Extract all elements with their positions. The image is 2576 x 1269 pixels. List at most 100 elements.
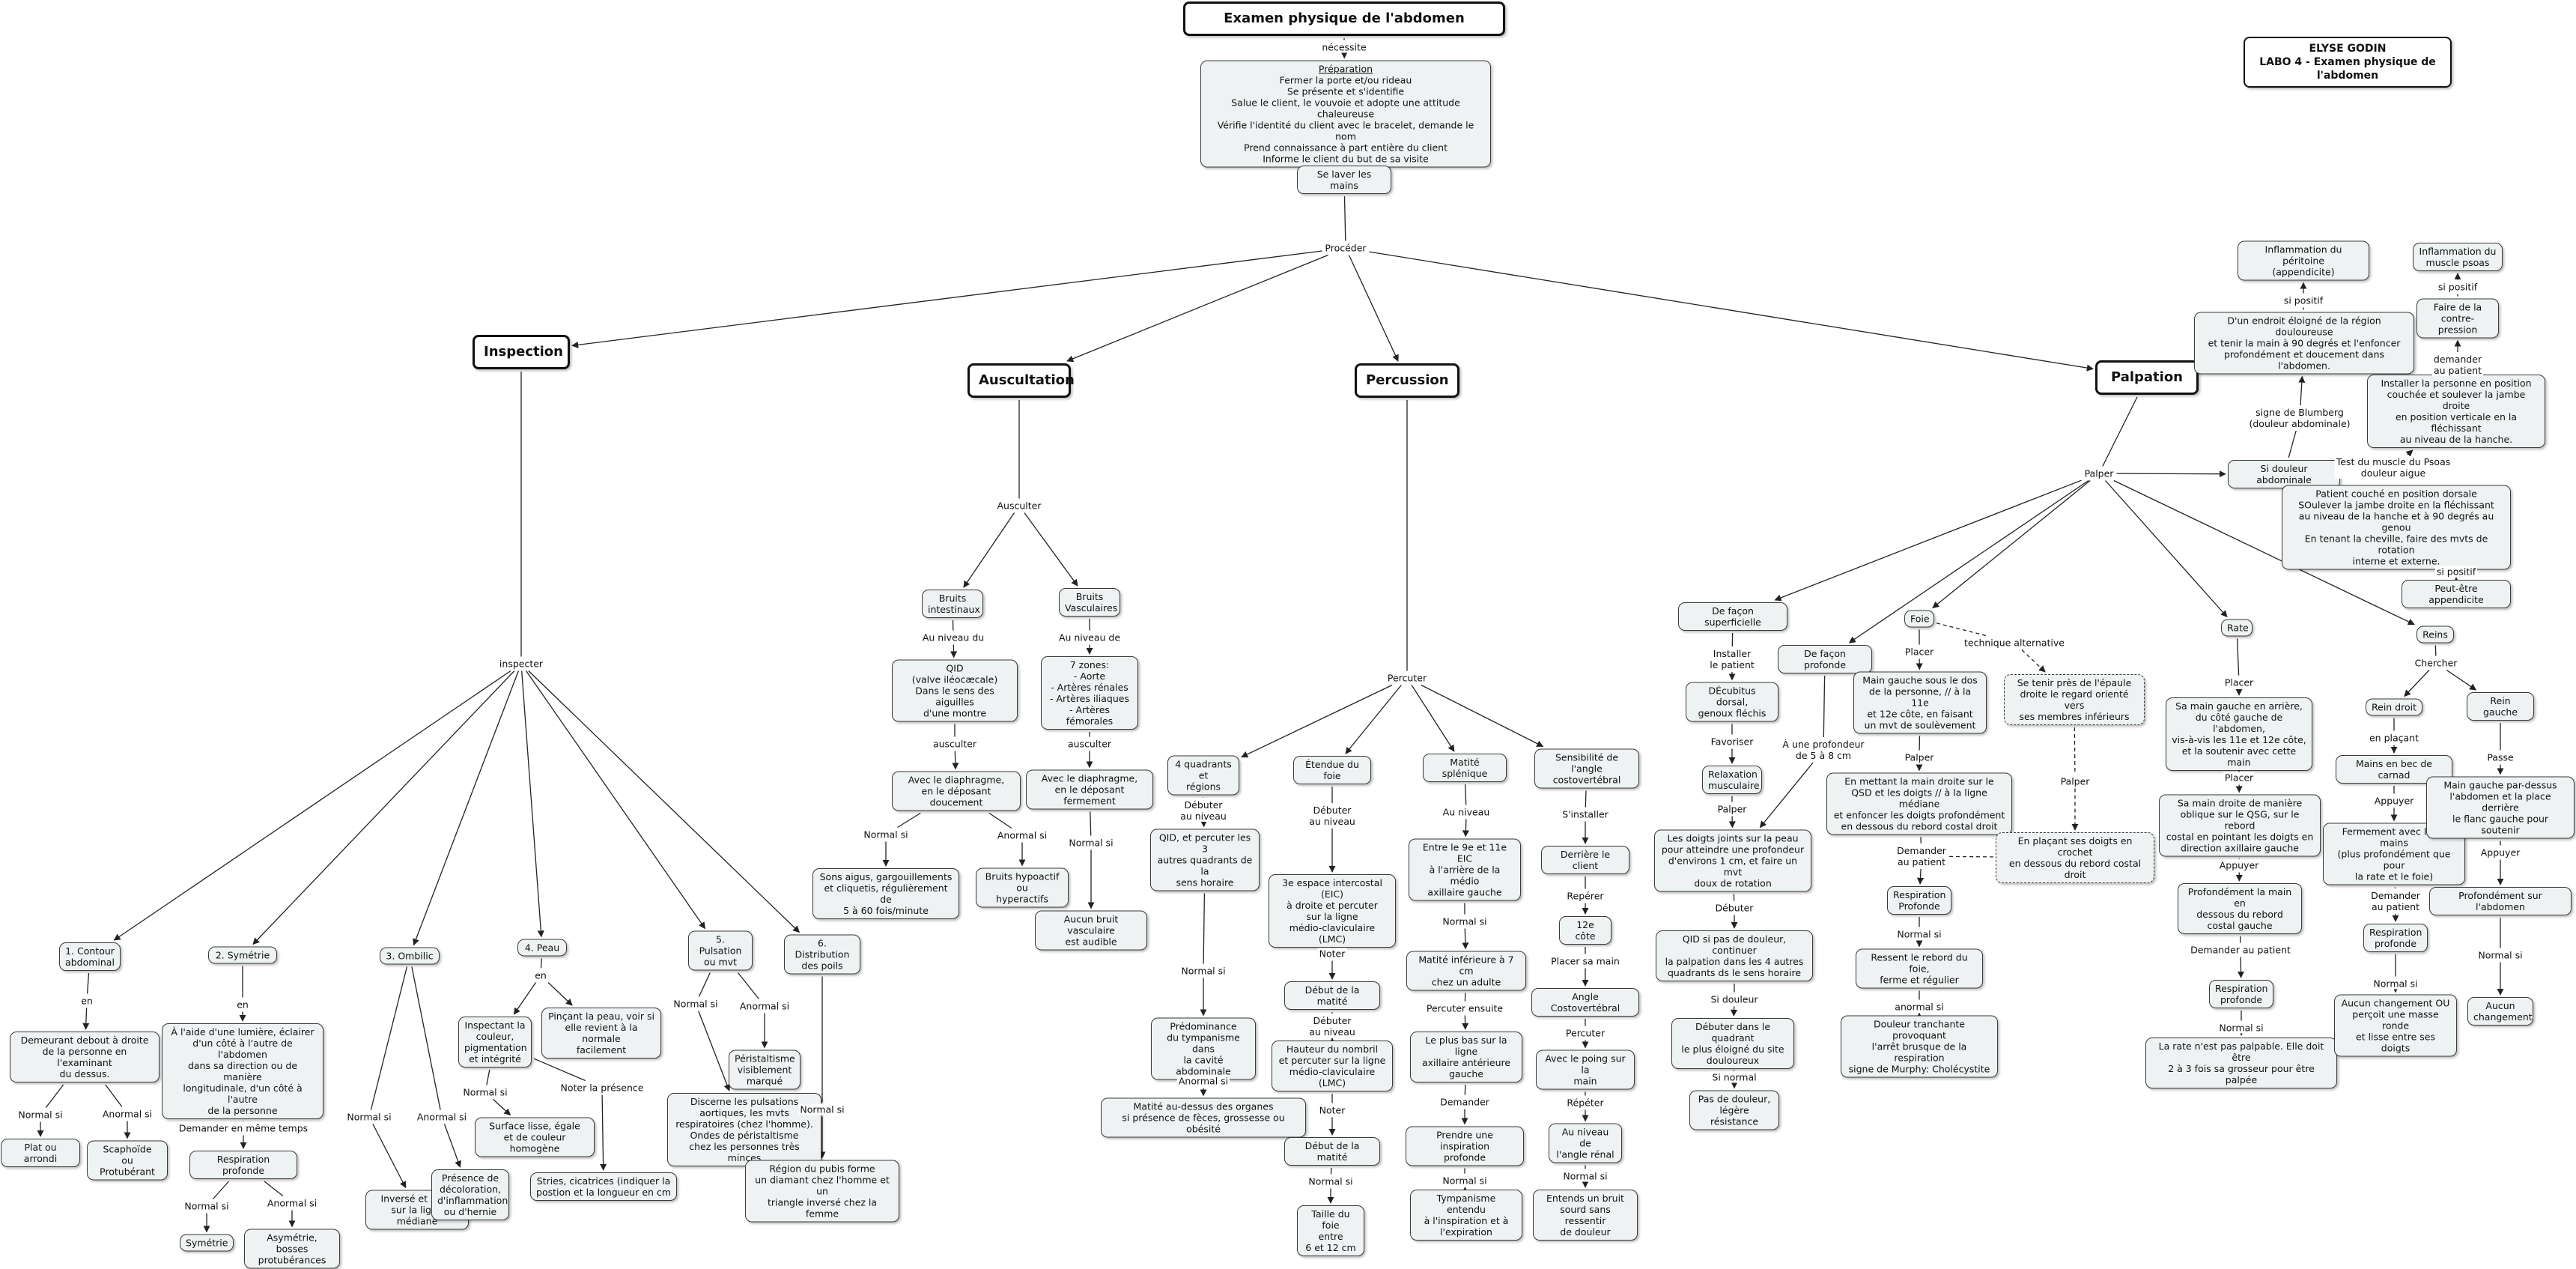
- concept-i6n: Région du pubis forme un diamant chez l'…: [745, 1160, 899, 1223]
- concept-i3b: Présence de décoloration, d'inflammation…: [431, 1169, 509, 1220]
- link-lb4-to-a1: [964, 513, 1015, 588]
- link-label-lb33: Noter: [1318, 948, 1347, 960]
- link-label-lb29: Débuter au niveau: [1179, 799, 1228, 822]
- concept-p2: Étendue du foie: [1293, 756, 1371, 784]
- concept-l1b: Relaxation musculaire: [1702, 766, 1762, 794]
- concept-l3e: Douleur tranchante provoquant l'arrêt br…: [1841, 1016, 1998, 1078]
- link-label-lb13: Anormal si: [266, 1198, 318, 1209]
- link-label-lb4: Ausculter: [996, 500, 1043, 512]
- concept-i2a: À l'aide d'une lumière, éclairer d'un cô…: [162, 1023, 323, 1119]
- link-lb67-to-l5a: [2405, 670, 2429, 697]
- link-lb6-to-l2: [1850, 481, 2089, 643]
- link-label-lb54: À une profondeur de 5 à 8 cm: [1781, 739, 1865, 761]
- link-lb37-to-p3a: [1465, 820, 1466, 837]
- link-label-lb69: Appuyer: [2373, 796, 2416, 807]
- concept-i1b: Scaphoïde ou Protubérant: [87, 1141, 168, 1181]
- concept-p2d: Début de la matité: [1284, 1137, 1380, 1166]
- link-lb18-to-i4s: [602, 1095, 604, 1171]
- link-label-lb21: Normal si: [798, 1104, 845, 1115]
- concept-l1f: Pas de douleur, légère résistance: [1689, 1091, 1779, 1130]
- link-p3-to-lb37: [1465, 784, 1466, 805]
- concept-l4d: Respiration profonde: [2209, 980, 2273, 1008]
- link-lb7-to-i1a: [86, 1008, 87, 1030]
- link-i2r-to-lb13: [264, 1181, 283, 1196]
- concept-l1d: QID si pas de douleur, continuer la palp…: [1656, 930, 1813, 981]
- concept-p1n: Prédominance du tympanisme dans la cavit…: [1151, 1018, 1256, 1080]
- link-label-lb39: Percuter ensuite: [1425, 1003, 1504, 1014]
- concept-l3d: Ressent le rebord du foie, ferme et régu…: [1856, 949, 1983, 989]
- concept-i2: 2. Symétrie: [208, 947, 277, 964]
- link-lb6-to-l3: [1933, 481, 2090, 608]
- link-label-lb57: Palper: [1904, 752, 1936, 763]
- concept-i2n: Symétrie: [180, 1235, 234, 1252]
- concept-l1a: DÉcubitus dorsal, genoux fléchis: [1686, 682, 1778, 722]
- link-lb59-to-l3c: [1920, 869, 1921, 884]
- concept-l4c: Profondément la main en dessous du rebor…: [2178, 883, 2302, 934]
- concept-prep: Préparation Fermer la porte et/ou rideau…: [1200, 61, 1491, 168]
- link-label-lb20: Anormal si: [738, 1001, 791, 1012]
- link-lb67-to-l5b: [2446, 670, 2476, 691]
- link-lb3-to-i6: [529, 671, 800, 933]
- concept-i1: 1. Contour abdominal: [59, 942, 121, 971]
- link-label-lb24: ausculter: [932, 739, 978, 750]
- link-label-lb16: en: [533, 970, 548, 981]
- concept-l5g: Main gauche par-dessus l'abdomen et la p…: [2426, 777, 2575, 839]
- link-label-lb64: Appuyer: [2218, 860, 2261, 871]
- link-label-lb62: Placer: [2223, 677, 2255, 688]
- link-i4a-to-lb17: [487, 1070, 490, 1085]
- concept-l5h: Profondément sur l'abdomen: [2429, 887, 2572, 915]
- link-lb59-to-l3alt2: [1949, 856, 1993, 857]
- link-label-lb19: Normal si: [672, 999, 719, 1010]
- concept-i5: 5. Pulsation ou mvt: [688, 931, 753, 971]
- concept-a1a: QID (valve iléocæcale) Dans le sens des …: [892, 660, 1018, 722]
- link-label-lb17: Normal si: [461, 1087, 508, 1098]
- link-i1a-to-lb9: [106, 1085, 122, 1107]
- link-label-lb5: Percuter: [1386, 673, 1428, 684]
- link-palpation-to-lb6: [2103, 397, 2137, 467]
- concept-l3: Foie: [1904, 611, 1934, 628]
- link-label-lb59: Demander au patient: [1895, 845, 1948, 867]
- link-l4-to-lb62: [2238, 639, 2239, 676]
- concept-s0: Si douleur abdominale: [2228, 460, 2340, 488]
- link-lb15-to-i3b: [445, 1124, 461, 1168]
- concept-p3b: Matité inférieure à 7 cm chez un adulte: [1406, 951, 1526, 991]
- link-label-lb45: Percuter: [1564, 1028, 1606, 1039]
- link-label-lb58: Palper: [2059, 776, 2092, 787]
- concept-percussion: Percussion: [1355, 363, 1459, 398]
- concept-i5b: Péristaltisme visiblement marqué: [729, 1050, 801, 1090]
- concept-l3alt2: En plaçant ses doigts en crochet en dess…: [1996, 832, 2154, 883]
- concept-i1n: Plat ou arrondi: [1, 1139, 80, 1167]
- concept-p3c: Le plus bas sur la ligne axillaire antér…: [1410, 1032, 1522, 1082]
- link-label-lb7: en: [79, 996, 94, 1007]
- concept-s2: Inflammation du péritoine (appendicite): [2238, 241, 2369, 281]
- link-label-lb65: Demander au patient: [2189, 945, 2292, 956]
- link-label-lb55: Placer: [1904, 646, 1935, 658]
- link-label-lb15: Anormal si: [416, 1112, 468, 1123]
- link-label-lb36: Normal si: [1307, 1176, 1354, 1187]
- link-lb16-to-i4a: [514, 983, 535, 1015]
- concept-i4b: Pinçant la peau, voir si elle revient à …: [541, 1008, 661, 1058]
- concept-a2n: Aucun bruit vasculaire est audible: [1035, 911, 1147, 951]
- concept-l4: Rate: [2221, 620, 2253, 637]
- concept-l4a: Sa main gauche en arrière, du côté gauch…: [2166, 697, 2312, 771]
- concept-s7: Peut-être appendicite: [2402, 580, 2511, 608]
- link-lb3-to-i2: [253, 671, 514, 945]
- link-label-lb23: Au niveau de: [1057, 632, 1122, 643]
- concept-p2b: Début de la matité: [1284, 981, 1380, 1010]
- link-label-lb25: ausculter: [1066, 739, 1113, 750]
- concept-i4n: Surface lisse, égale et de couleur homog…: [475, 1118, 595, 1157]
- link-i1-to-lb7: [88, 973, 89, 994]
- link-label-lb77: Test du muscle du Psoas douleur aigue: [2335, 456, 2452, 479]
- link-label-lb67: Chercher: [2414, 658, 2459, 669]
- concept-p2a: 3e espace intercostal (EIC) à droite et …: [1269, 874, 1396, 948]
- link-label-lb79: si positif: [2437, 282, 2479, 293]
- concept-l1c: Les doigts joints sur la peau pour attei…: [1654, 830, 1811, 892]
- concept-a1n: Sons aigus, gargouillements et cliquetis…: [812, 868, 959, 919]
- concept-l5b: Rein gauche: [2467, 692, 2534, 721]
- concept-i4s: Stries, cicatrices (indiquer la postion …: [530, 1172, 677, 1201]
- concept-a1b: Avec le diaphragme, en le déposant douce…: [892, 772, 1021, 811]
- link-label-lb11: Demander en même temps: [177, 1123, 309, 1134]
- concept-l5i: Aucun changement: [2467, 997, 2533, 1026]
- link-lb56-to-l3alt: [2022, 650, 2045, 673]
- concept-l5e: Respiration profonde: [2363, 924, 2428, 952]
